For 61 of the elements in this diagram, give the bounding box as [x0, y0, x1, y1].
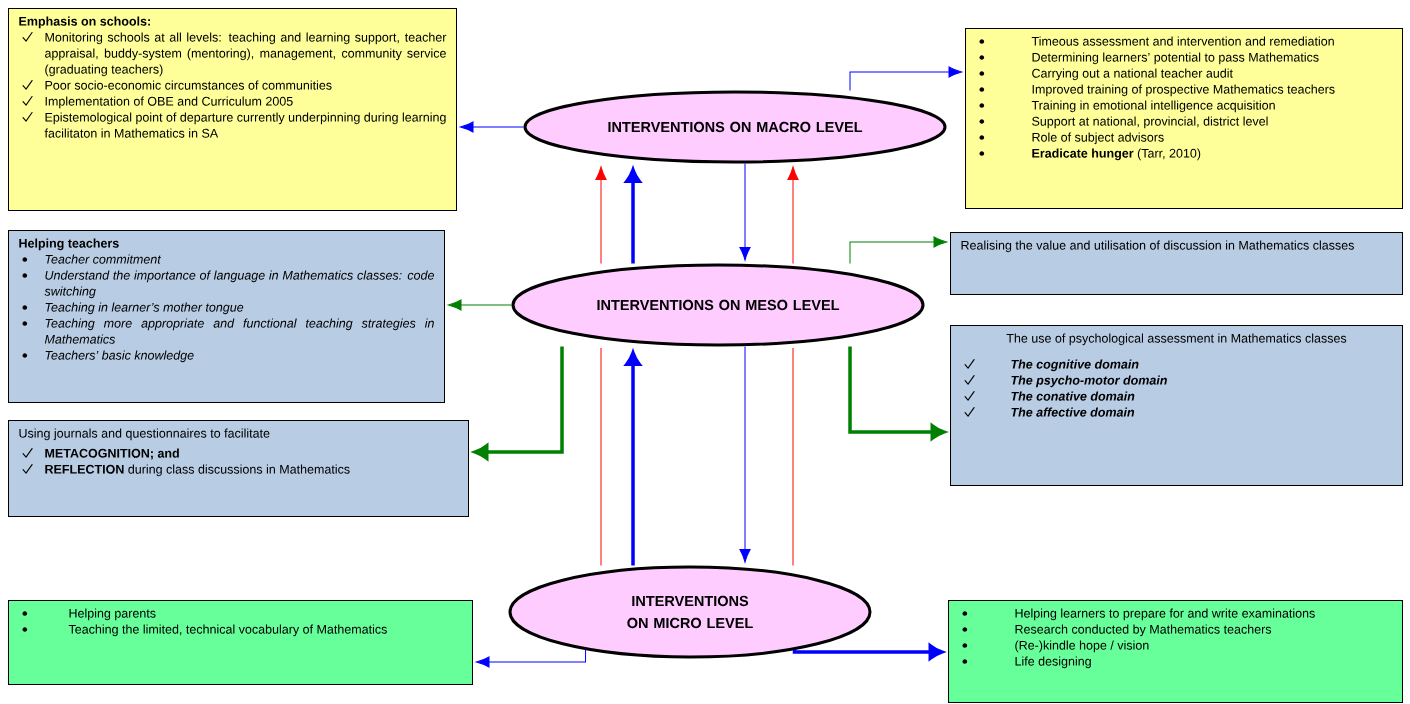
- text-box: [8, 230, 445, 403]
- paragraph: Realising the value and utilisation of discussion in Mathematics classes: [961, 240, 1354, 253]
- bullet-item: Support at national, provincial, district level: [979, 116, 1268, 129]
- connector-line: [600, 347, 602, 566]
- text-box: [965, 28, 1403, 209]
- bullet-item: Research conducted by Mathematics teachers: [962, 624, 1272, 637]
- bullet-item: Timeous assessment and intervention and remediation: [979, 36, 1334, 46]
- bullet-item: Teacher commitment: [22, 254, 162, 264]
- bullet-item: Helping learners to prepare for and write examinations: [962, 608, 1315, 621]
- oval-node: INTERVENTIONS ON MESO LEVEL: [511, 263, 925, 347]
- arrow: [447, 299, 512, 311]
- check-item: METACOGNITION; and: [22, 448, 179, 460]
- bullet-item: Training in emotional intelligence acquisition: [979, 100, 1275, 113]
- oval-node: INTERVENTIONS ON MACRO LEVEL: [523, 90, 947, 164]
- bullet-item: Eradicate hunger (Tarr, 2010): [979, 148, 1201, 161]
- connector-line: [792, 347, 794, 566]
- paragraph: Using journals and questionnaires to facilitate: [19, 428, 270, 441]
- check-item: The psycho-motor domain: [964, 375, 1167, 388]
- bullet-item: Role of subject advisors: [979, 132, 1164, 145]
- bullet-item: Carrying out a national teacher audit: [979, 68, 1233, 81]
- bullet-item: Determining learners’ potential to pass Mathematics: [979, 52, 1319, 65]
- text-box: [8, 600, 473, 685]
- text-box: [8, 8, 457, 211]
- arrow: [792, 644, 944, 660]
- check-item: The conative domain: [964, 391, 1135, 401]
- bullet-item: Teaching the limited, technical vocabulary of Mathematics: [22, 624, 387, 637]
- bullet-item: Teachers’ basic knowledge: [22, 350, 194, 363]
- arrow: [475, 649, 587, 668]
- arrow: [739, 163, 751, 261]
- text-box: [950, 325, 1403, 486]
- check-item: Epistemological point of departure currently underpinning during learning facilitaton in Mathematics in SA: [22, 112, 446, 138]
- arrow: [459, 121, 524, 133]
- check-item: Monitoring schools at all levels: teaching and learning support, teacher appraisal, buddy-system (mentoring), management, community service (graduating teachers): [22, 32, 447, 77]
- bullet-item: Helping parents: [22, 608, 156, 621]
- arrow: [787, 166, 799, 264]
- arrow: [625, 351, 641, 566]
- heading: Helping teachers: [19, 238, 119, 251]
- check-item: REFLECTION during class discussions in Mathematics: [22, 464, 350, 477]
- bullet-item: Teaching more appropriate and functional teaching strategies in Mathematics: [22, 318, 434, 344]
- bullet-item: (Re-)kindle hope / vision: [962, 640, 1149, 653]
- bullet-item: Improved training of prospective Mathematics teachers: [979, 84, 1335, 97]
- oval-node: INTERVENTIONS ON MICRO LEVEL: [508, 565, 872, 659]
- arrow: [849, 236, 948, 264]
- arrow: [595, 166, 607, 264]
- bullet-item: Teaching in learner’s mother tongue: [22, 302, 244, 315]
- arrow: [625, 168, 641, 264]
- check-item: Poor socio-economic circumstances of communities: [22, 80, 332, 90]
- arrow: [848, 346, 946, 440]
- heading: Emphasis on schools:: [19, 16, 150, 29]
- arrow: [849, 66, 963, 91]
- bullet-item: Understand the importance of language in Mathematics classes: code switching: [22, 270, 434, 299]
- arrow: [739, 346, 751, 563]
- check-item: Implementation of OBE and Curriculum 2005: [22, 96, 293, 109]
- text-box: [948, 600, 1403, 703]
- text-box: [8, 420, 469, 517]
- check-item: The cognitive domain: [964, 359, 1139, 372]
- check-item: The affective domain: [964, 407, 1135, 417]
- arrow: [473, 346, 564, 460]
- text-box: [950, 232, 1403, 295]
- bullet-item: Life designing: [962, 656, 1091, 669]
- paragraph: The use of psychological assessment in Mathematics classes: [1006, 333, 1347, 346]
